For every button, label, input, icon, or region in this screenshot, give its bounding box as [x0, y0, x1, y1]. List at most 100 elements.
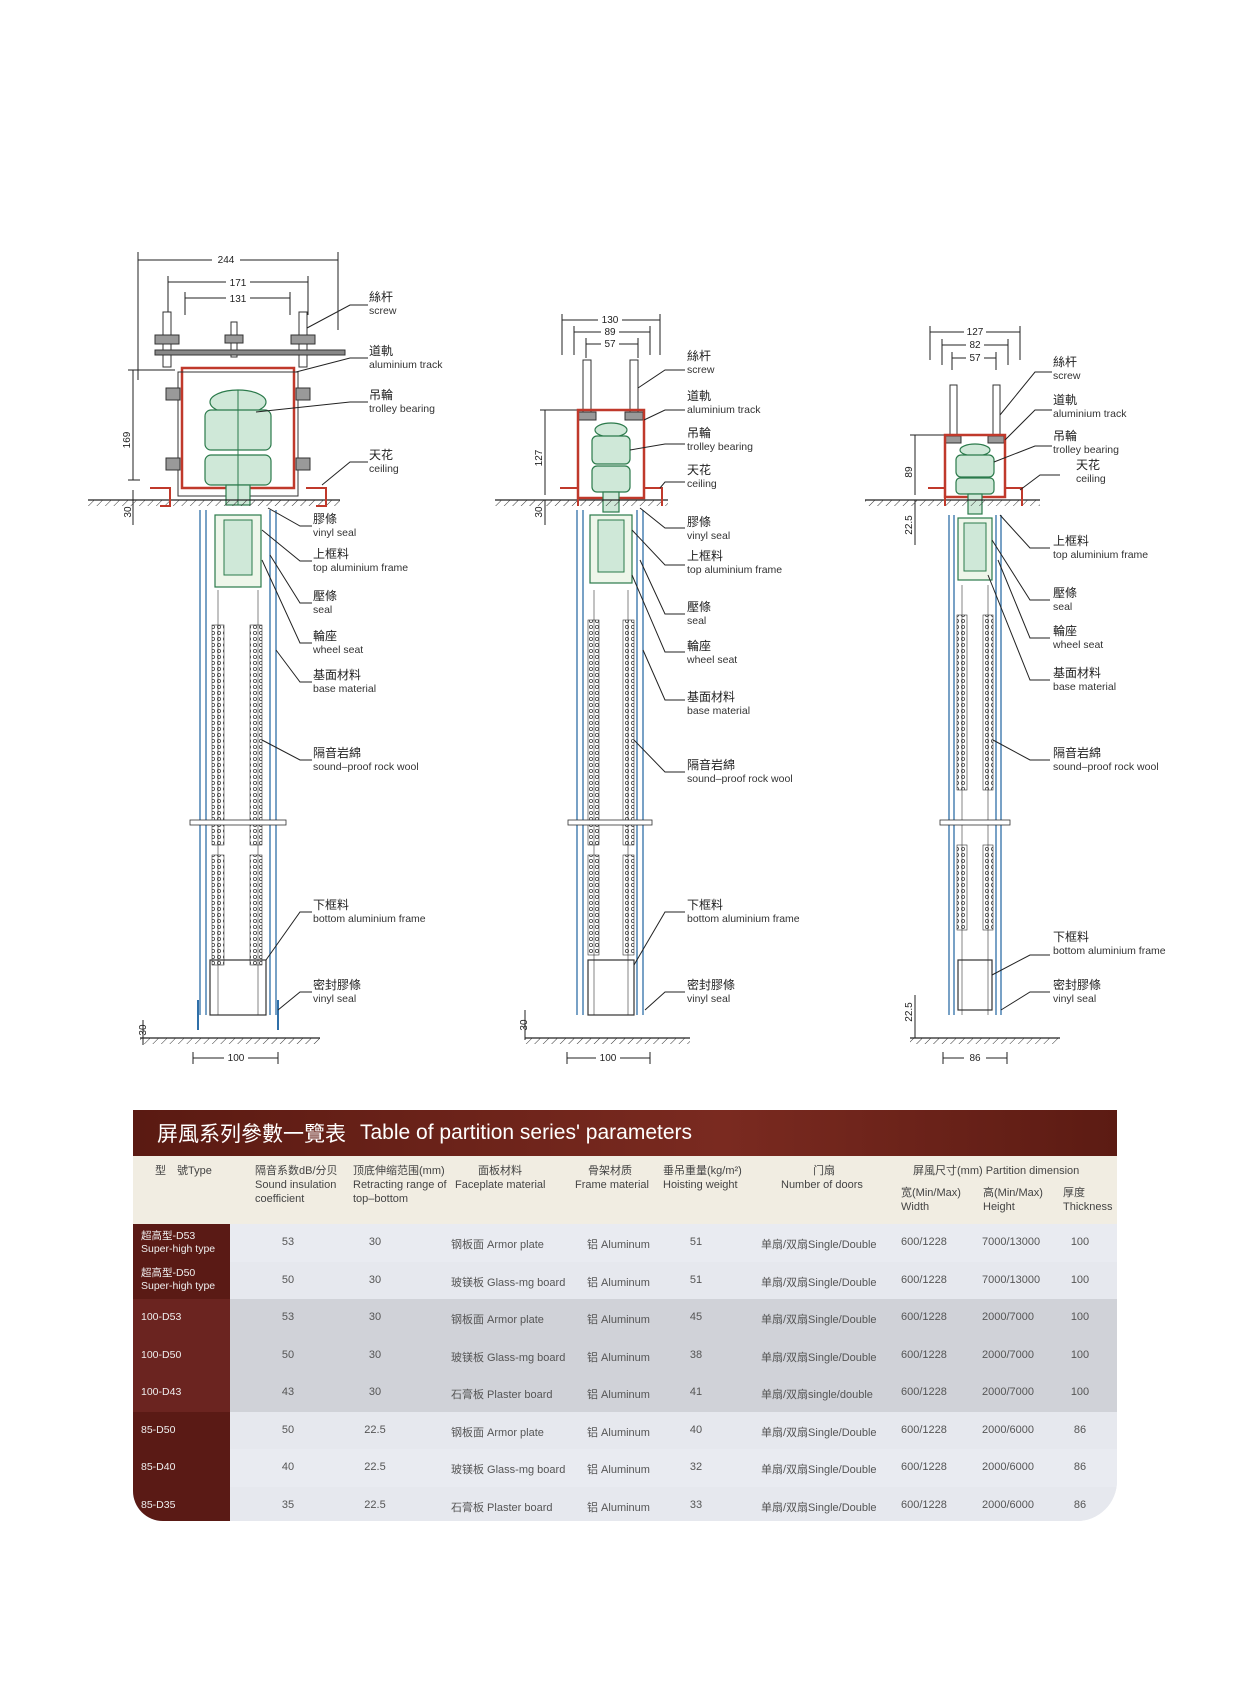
cell-face: 石膏板 Plaster board [451, 1501, 553, 1514]
cell-height: 2000/6000 [982, 1461, 1034, 1473]
cell-thickness: 86 [1073, 1498, 1087, 1511]
cell-sound: 35 [281, 1498, 295, 1511]
cell-width: 600/1228 [901, 1236, 947, 1248]
label-track-en: aluminium track [687, 404, 761, 416]
dim-top-2: 82 [969, 340, 981, 351]
label-screw-en: screw [1053, 370, 1081, 382]
cell-doors: 单扇/双扇Single/Double [761, 1276, 877, 1289]
label-wheel-seat-en: wheel seat [686, 654, 737, 666]
label-trolley-zh: 吊輪 [687, 425, 711, 440]
label-base-material-en: base material [313, 683, 376, 695]
cell-width: 600/1228 [901, 1348, 947, 1361]
table-row: 100-D53 53 30 钢板面 Armor plate 铝 Aluminum… [133, 1299, 1117, 1337]
label-screw-zh: 絲杆 [687, 348, 711, 363]
cell-face: 钢板面 Armor plate [451, 1239, 544, 1251]
label-top-frame-zh: 上框料 [313, 547, 349, 561]
label-vinyl-seal-en: vinyl seal [313, 527, 356, 539]
header-retract-zh: 顶底伸缩范围(mm) [353, 1165, 445, 1177]
label-bottom-frame-zh: 下框料 [687, 898, 723, 912]
cell-type: 100-D43 [133, 1374, 230, 1412]
label-seal-strip-en: vinyl seal [687, 993, 730, 1005]
cell-type: 85-D35 [133, 1486, 230, 1521]
cell-frame: 铝 Aluminum [587, 1351, 650, 1364]
cell-type: 85-D40 [133, 1449, 230, 1487]
cell-doors: 单扇/双扇Single/Double [761, 1351, 877, 1364]
cell-frame: 铝 Aluminum [587, 1314, 650, 1326]
label-rock-wool-zh: 隔音岩綿 [313, 745, 361, 760]
label-seal-strip-zh: 密封膠條 [313, 977, 361, 992]
cell-doors: 单扇/双扇Single/Double [761, 1464, 877, 1476]
label-trolley-en: trolley bearing [1053, 444, 1119, 456]
label-rock-wool-zh: 隔音岩綿 [1053, 745, 1101, 760]
label-top-frame-en: top aluminium frame [313, 562, 408, 574]
label-screw-en: screw [687, 364, 715, 376]
header-thickness: 厚度 Thickness [1063, 1187, 1113, 1213]
cell-height: 2000/7000 [982, 1311, 1034, 1323]
cell-sound: 43 [281, 1386, 295, 1398]
label-track-zh: 道軌 [1053, 392, 1077, 407]
label-seal-zh: 壓條 [313, 589, 337, 603]
cell-type: 85-D50 [133, 1411, 230, 1449]
cell-retract: 22.5 [364, 1423, 386, 1436]
cell-weight: 32 [689, 1461, 703, 1473]
label-track-en: aluminium track [1053, 408, 1127, 420]
section-3: 127 82 57 89 22.5 22.5 [865, 326, 1166, 1064]
cell-doors: 单扇/双扇Single/Double [761, 1239, 877, 1251]
label-wheel-seat-zh: 輪座 [313, 628, 337, 643]
cell-sound: 50 [281, 1348, 295, 1361]
dim-height: 89 [904, 466, 915, 478]
cell-doors: 单扇/双扇single/double [761, 1389, 873, 1401]
label-screw-zh: 絲杆 [1053, 354, 1077, 369]
table-row: 85-D40 40 22.5 玻镁板 Glass-mg board 铝 Alum… [133, 1449, 1117, 1487]
label-top-frame-zh: 上框料 [687, 549, 723, 563]
label-base-material-en: base material [1053, 681, 1116, 693]
cell-retract: 30 [368, 1386, 382, 1398]
cell-face: 钢板面 Armor plate [451, 1314, 544, 1326]
header-face-zh: 面板材料 [478, 1165, 522, 1177]
label-wheel-seat-en: wheel seat [312, 644, 363, 656]
cell-height: 7000/13000 [982, 1236, 1041, 1248]
cell-retract: 30 [368, 1236, 382, 1248]
label-vinyl-seal-zh: 膠條 [313, 512, 337, 526]
dim-ceiling: 30 [534, 506, 545, 518]
cell-sound: 50 [281, 1273, 295, 1286]
label-rock-wool-en: sound–proof rock wool [1053, 761, 1159, 773]
cell-type: 100-D53 [133, 1299, 230, 1337]
cell-sound: 53 [281, 1236, 295, 1248]
dim-top-1: 127 [967, 327, 984, 338]
cell-frame: 铝 Aluminum [587, 1276, 650, 1289]
cell-height: 2000/6000 [982, 1498, 1034, 1511]
label-bottom-frame-en: bottom aluminium frame [687, 913, 800, 925]
cell-frame: 铝 Aluminum [587, 1239, 650, 1251]
label-screw-en: screw [369, 305, 397, 317]
label-rock-wool-zh: 隔音岩綿 [687, 757, 735, 772]
cell-height: 2000/6000 [982, 1423, 1034, 1436]
label-seal-strip-en: vinyl seal [1053, 993, 1096, 1005]
header-frame-zh: 骨架材质 [588, 1165, 632, 1177]
table-row: 85-D50 50 22.5 钢板面 Armor plate 铝 Aluminu… [133, 1411, 1117, 1449]
label-base-material-zh: 基面材料 [687, 690, 735, 704]
dim-ceiling: 30 [123, 506, 134, 518]
cell-type: 100-D50 [133, 1336, 230, 1374]
cell-retract: 22.5 [364, 1461, 386, 1473]
cell-retract: 30 [368, 1348, 382, 1361]
cell-weight: 33 [689, 1498, 703, 1511]
dim-top-1: 244 [218, 255, 235, 266]
table-title-zh: 屏風系列參數一覽表 [157, 1122, 346, 1146]
cell-doors: 单扇/双扇Single/Double [761, 1314, 877, 1326]
header-type: 型 號Type [155, 1165, 212, 1177]
header-dimension: 屏風尺寸(mm) Partition dimension [913, 1165, 1080, 1177]
partition-cross-section-diagrams: 244 171 131 169 30 30 [88, 252, 1166, 1064]
label-bottom-frame-zh: 下框料 [313, 898, 349, 912]
header-retract-en: Retracting range of top–bottom [353, 1179, 447, 1205]
cell-weight: 40 [689, 1423, 703, 1436]
label-top-frame-en: top aluminium frame [1053, 549, 1148, 561]
table-row: 85-D35 35 22.5 石膏板 Plaster board 铝 Alumi… [133, 1486, 1117, 1521]
label-trolley-en: trolley bearing [369, 403, 435, 415]
header-weight-en: Hoisting weight [663, 1179, 738, 1191]
dim-floor: 30 [138, 1024, 149, 1036]
dim-top-2: 171 [230, 278, 247, 289]
label-track-en: aluminium track [369, 359, 443, 371]
